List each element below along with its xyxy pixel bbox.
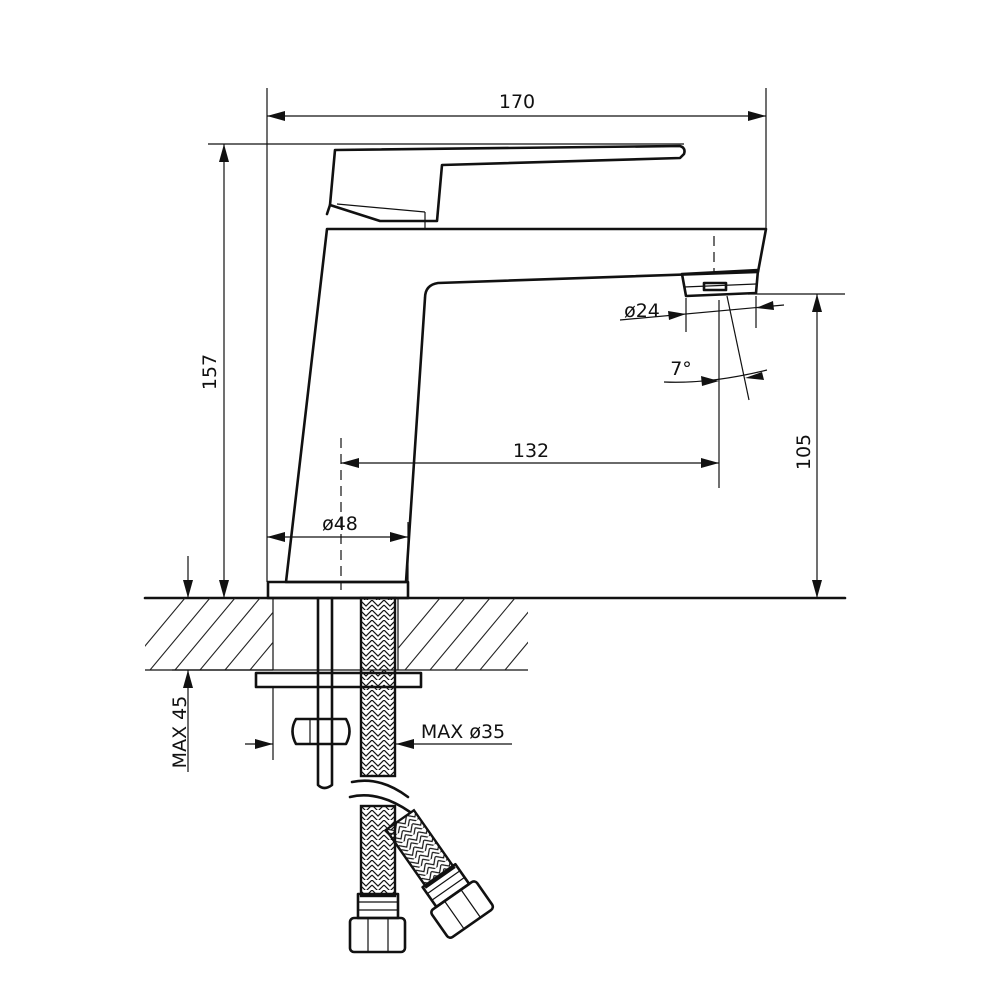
body-diameter-label: ø48 [322,513,358,535]
dimension-aerator-diameter: ø24 [619,296,785,332]
dimension-spout-angle: 7° [663,295,768,401]
dimension-overall-height: 157 [199,143,684,598]
spout-reach-label: 132 [513,440,549,462]
overall-height-label: 157 [199,354,221,390]
dimension-spout-reach: 132 [340,236,720,590]
supply-hose-upper [359,596,397,778]
max-hole-diameter-label: MAX ø35 [421,721,505,743]
dimension-spout-height: 105 [748,293,845,598]
countertop [143,596,847,671]
dimension-max-hole-diameter: MAX ø35 [245,687,512,760]
dimension-overall-width: 170 [266,88,767,582]
faucet-body [266,144,768,600]
mounting-washer [254,671,423,689]
faucet-handle [328,144,686,223]
hose-break-line [348,794,412,814]
supply-hoses [348,596,495,954]
dimension-body-diameter: ø48 [267,513,409,582]
overall-width-label: 170 [499,91,535,113]
mounting-hardware [254,596,423,790]
hose-fitting-left [348,892,407,954]
dimension-max-counter-thickness: MAX 45 [169,556,273,772]
countertop-hatch-right [398,598,528,670]
threaded-stud [316,596,334,790]
supply-hose-right [384,808,495,940]
faucet-base [266,580,410,600]
max-counter-thickness-label: MAX 45 [169,696,191,769]
countertop-hatch-left [145,598,273,670]
hex-nut [291,717,351,746]
spout-height-label: 105 [793,434,815,470]
aerator-diameter-label: ø24 [624,300,660,322]
faucet-spout-body [284,227,768,584]
supply-hose-left [359,804,397,898]
aerator [680,268,760,298]
spout-angle-label: 7° [670,358,692,380]
